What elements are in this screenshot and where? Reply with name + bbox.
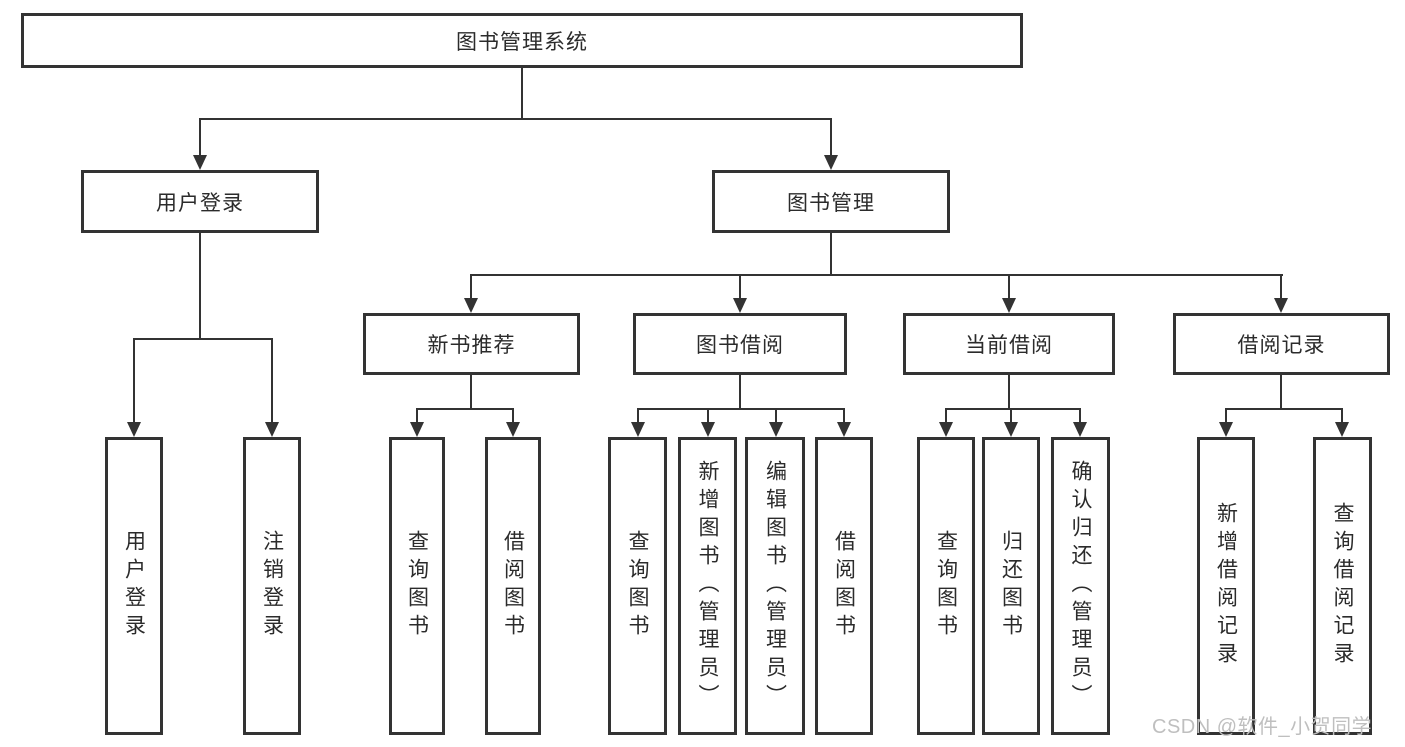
connector-line	[470, 274, 1283, 276]
node-root: 图书管理系统	[21, 13, 1023, 68]
connector-line	[133, 338, 273, 340]
connector-line	[707, 408, 709, 425]
node-leaf-confirm-return-admin: 确认归还（管理员）	[1051, 437, 1110, 735]
connector-line	[470, 274, 472, 300]
connector-line	[1280, 274, 1282, 300]
arrow-head	[1219, 422, 1233, 437]
arrow-head	[127, 422, 141, 437]
node-leaf-add-borrow-record: 新增借阅记录	[1197, 437, 1255, 735]
node-book-borrow: 图书借阅	[633, 313, 847, 375]
arrow-head	[631, 422, 645, 437]
connector-line	[637, 408, 845, 410]
arrow-head	[837, 422, 851, 437]
node-book-management-branch: 图书管理	[712, 170, 950, 233]
connector-line	[945, 408, 947, 425]
connector-line	[133, 338, 135, 425]
connector-line	[416, 408, 418, 425]
watermark-text: CSDN @软件_小贺同学	[1152, 716, 1373, 738]
connector-line	[1008, 375, 1010, 408]
arrow-head	[1335, 422, 1349, 437]
connector-line	[512, 408, 514, 425]
connector-line	[830, 233, 832, 274]
arrow-head	[506, 422, 520, 437]
arrow-head	[1004, 422, 1018, 437]
arrow-head	[733, 298, 747, 313]
node-leaf-search-books-3: 查询图书	[917, 437, 975, 735]
connector-line	[1079, 408, 1081, 425]
node-leaf-borrow-books-2: 借阅图书	[815, 437, 873, 735]
node-current-borrow: 当前借阅	[903, 313, 1115, 375]
connector-line	[416, 408, 514, 410]
connector-line	[739, 274, 741, 300]
arrow-head	[769, 422, 783, 437]
node-leaf-search-books-1: 查询图书	[389, 437, 445, 735]
connector-line	[830, 118, 832, 158]
arrow-head	[939, 422, 953, 437]
connector-line	[843, 408, 845, 425]
arrow-head	[265, 422, 279, 437]
connector-line	[739, 375, 741, 408]
arrow-head	[1002, 298, 1016, 313]
arrow-head	[1274, 298, 1288, 313]
connector-line	[1010, 408, 1012, 425]
node-borrow-records: 借阅记录	[1173, 313, 1390, 375]
node-leaf-logout: 注销登录	[243, 437, 301, 735]
node-user-login-branch: 用户登录	[81, 170, 319, 233]
connector-line	[271, 338, 273, 425]
node-leaf-borrow-books-1: 借阅图书	[485, 437, 541, 735]
node-leaf-edit-books-admin: 编辑图书（管理员）	[745, 437, 805, 735]
node-leaf-add-books-admin: 新增图书（管理员）	[678, 437, 737, 735]
connector-line	[199, 118, 832, 120]
connector-line	[775, 408, 777, 425]
connector-line	[1225, 408, 1343, 410]
node-leaf-return-books: 归还图书	[982, 437, 1040, 735]
connector-line	[199, 233, 201, 338]
connector-line	[470, 375, 472, 408]
arrow-head	[193, 155, 207, 170]
connector-line	[1280, 375, 1282, 408]
connector-line	[1225, 408, 1227, 425]
connector-line	[199, 118, 201, 158]
arrow-head	[824, 155, 838, 170]
node-leaf-search-borrow-record: 查询借阅记录	[1313, 437, 1372, 735]
arrow-head	[701, 422, 715, 437]
connector-line	[945, 408, 1081, 410]
connector-line	[521, 68, 523, 118]
connector-line	[1341, 408, 1343, 425]
node-leaf-search-books-2: 查询图书	[608, 437, 667, 735]
node-leaf-user-login: 用户登录	[105, 437, 163, 735]
connector-line	[1008, 274, 1010, 300]
arrow-head	[464, 298, 478, 313]
node-new-book-recommend: 新书推荐	[363, 313, 580, 375]
arrow-head	[1073, 422, 1087, 437]
arrow-head	[410, 422, 424, 437]
connector-line	[637, 408, 639, 425]
